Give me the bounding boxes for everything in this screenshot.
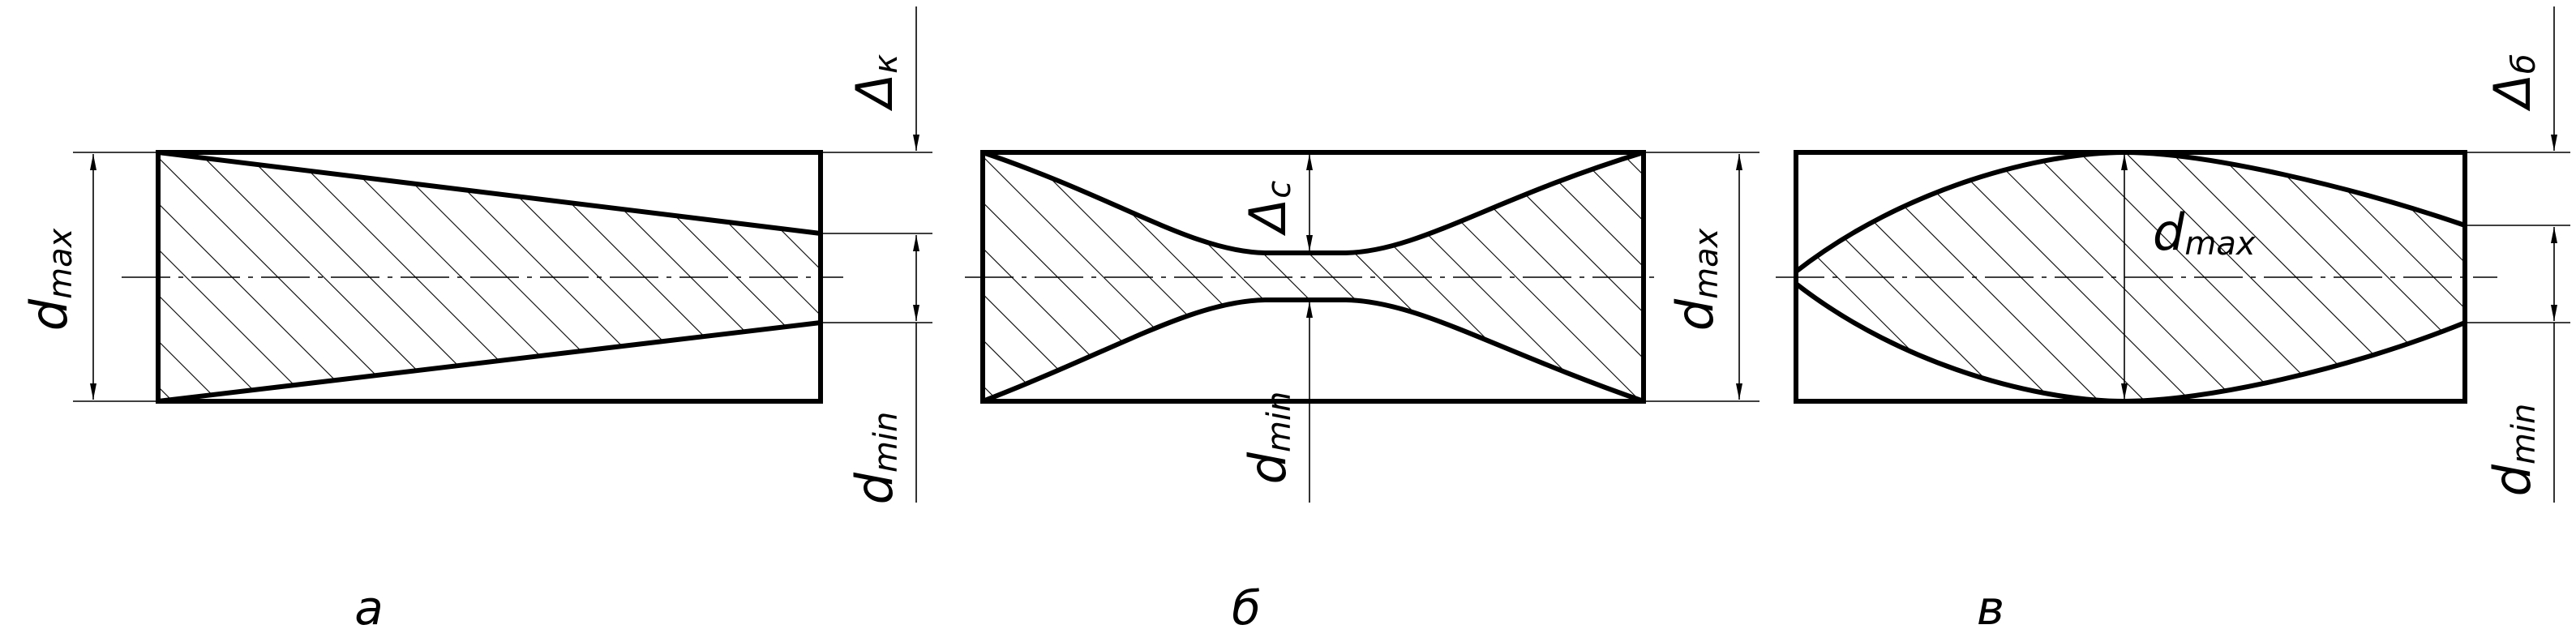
label-delta-c: Δс — [1238, 181, 1298, 236]
caption-a: а — [354, 580, 384, 636]
diagram-b: Δс dmin dmax б — [965, 150, 1759, 636]
waist-top-curve — [982, 150, 1644, 255]
taper-bottom-edge — [157, 320, 821, 404]
label-delta-k: Δк — [845, 54, 905, 112]
diagram-a: dmax Δк dmin а — [19, 6, 932, 636]
label-dmax: dmax — [2153, 203, 2256, 263]
taper-top-edge — [157, 150, 821, 236]
label-dmin: dmin — [2483, 404, 2543, 497]
caption-b: б — [1232, 580, 1261, 636]
waist-bottom-curve — [981, 297, 1644, 404]
label-dmax: dmax — [19, 228, 79, 331]
label-dmin: dmin — [845, 412, 905, 505]
diagram-v: dmax Δб dmin в — [1776, 6, 2570, 636]
label-delta-b: Δб — [2483, 54, 2543, 111]
caption-v: в — [1977, 580, 2004, 636]
label-dmin: dmin — [1238, 392, 1298, 485]
label-dmax: dmax — [1665, 228, 1725, 331]
